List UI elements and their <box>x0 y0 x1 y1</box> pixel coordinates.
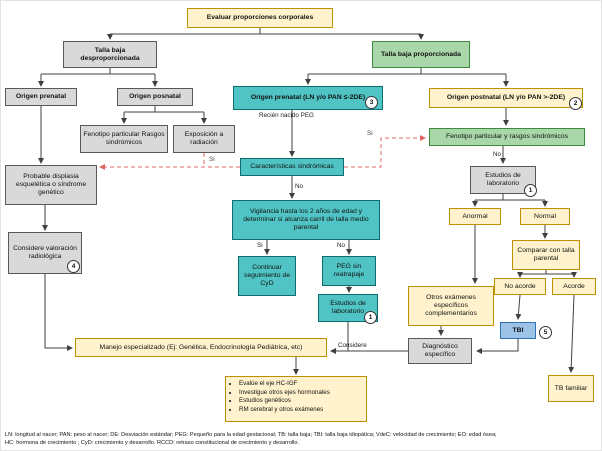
node-origen-postnatal-derecha: Origen postnatal (LN y/o PAN >-2DE) <box>429 88 583 108</box>
node-evaluar-proporciones: Evaluar proporciones corporales <box>187 8 333 28</box>
node-diagnostico-especifico: Diagnóstico específico <box>408 338 472 364</box>
node-checklist-estudios: Evalúe el eje HC-IGF Investigue otros ej… <box>225 376 367 422</box>
node-fenotipo-particular-izquierda: Fenotipo particular Rasgos sindrómicos <box>80 125 168 153</box>
node-talla-baja-desproporcionada: Talla baja desproporcionada <box>63 41 157 68</box>
node-estudios-laboratorio-centro: Estudios de laboratorio <box>318 294 378 322</box>
checklist-item-hc-igf: Evalúe el eje HC-IGF <box>239 380 363 389</box>
node-exposicion-radiacion: Exposición a radiación <box>173 125 235 153</box>
footnote-line-2: HC: hormona de crecimiento ; CyD: crecim… <box>5 439 300 446</box>
label-no-fenotipo-derecha: No <box>493 151 502 158</box>
label-si-vigilancia: Si <box>257 242 263 249</box>
black-arrows <box>38 28 577 375</box>
badge-1-estudios-centro: 1 <box>364 311 377 324</box>
footnote: LN: longitud al nacer; PAN: peso al nace… <box>5 432 601 447</box>
red-dashed-arrows <box>99 135 426 170</box>
footnote-line-1: LN: longitud al nacer; PAN: peso al nace… <box>5 432 497 438</box>
checklist-item-rm-cerebral: RM cerebral y otros exámenes <box>239 406 363 415</box>
node-origen-prenatal-izquierda: Origen prenatal <box>5 88 77 106</box>
node-tbi: TBI <box>500 322 536 339</box>
node-vigilancia-2-anos: Vigilancia hasta los 2 años de edad y de… <box>232 200 380 240</box>
badge-3: 3 <box>365 96 378 109</box>
checklist-item-ejes-hormonales: Investigue otros ejes hormonales <box>239 389 363 398</box>
label-si-izquierda: Si <box>209 156 215 163</box>
badge-5: 5 <box>539 326 552 339</box>
node-talla-baja-proporcionada: Talla baja proporcionada <box>372 41 470 68</box>
node-otros-examenes: Otros exámenes específicos complementari… <box>408 286 494 326</box>
label-no-caracteristicas: No <box>295 183 304 190</box>
node-origen-posnatal-izquierda: Origen posnatal <box>117 88 193 106</box>
node-anormal: Anormal <box>449 208 501 225</box>
node-tb-familiar: TB familiar <box>548 375 594 402</box>
label-recien-nacido-peg: Recién nacido PEG <box>259 112 314 119</box>
node-fenotipo-rasgos-derecha: Fenotipo particular y rasgos sindrómicos <box>429 128 585 146</box>
node-normal: Normal <box>520 208 570 225</box>
label-considere: Considere <box>338 342 367 349</box>
node-caracteristicas-sindromicas: Características sindrómicas <box>240 158 344 176</box>
node-no-acorde: No acorde <box>494 278 546 295</box>
badge-2: 2 <box>569 97 582 110</box>
node-probable-displasia: Probable displasia esquelética o síndrom… <box>5 165 97 205</box>
node-continuar-seguimiento-cyd: Continuar seguimiento de CyD <box>238 256 296 296</box>
node-peg-sin-reatrapaje: PEG sin reatrapaje <box>322 256 376 286</box>
node-acorde: Acorde <box>552 278 596 295</box>
node-manejo-especializado: Manejo especializado (Ej: Genética, Endo… <box>75 338 327 357</box>
label-no-vigilancia: No <box>337 242 346 249</box>
badge-4: 4 <box>67 260 80 273</box>
badge-1-estudios-derecha: 1 <box>524 184 537 197</box>
node-origen-prenatal-centro: Origen prenatal (LN y/o PAN ≤-2DE) <box>233 86 383 110</box>
checklist-item-estudios-geneticos: Estudios genéticos <box>239 397 363 406</box>
label-si-derecha: Si <box>367 130 373 137</box>
node-comparar-talla-parental: Comparar con talla parental <box>512 240 580 270</box>
